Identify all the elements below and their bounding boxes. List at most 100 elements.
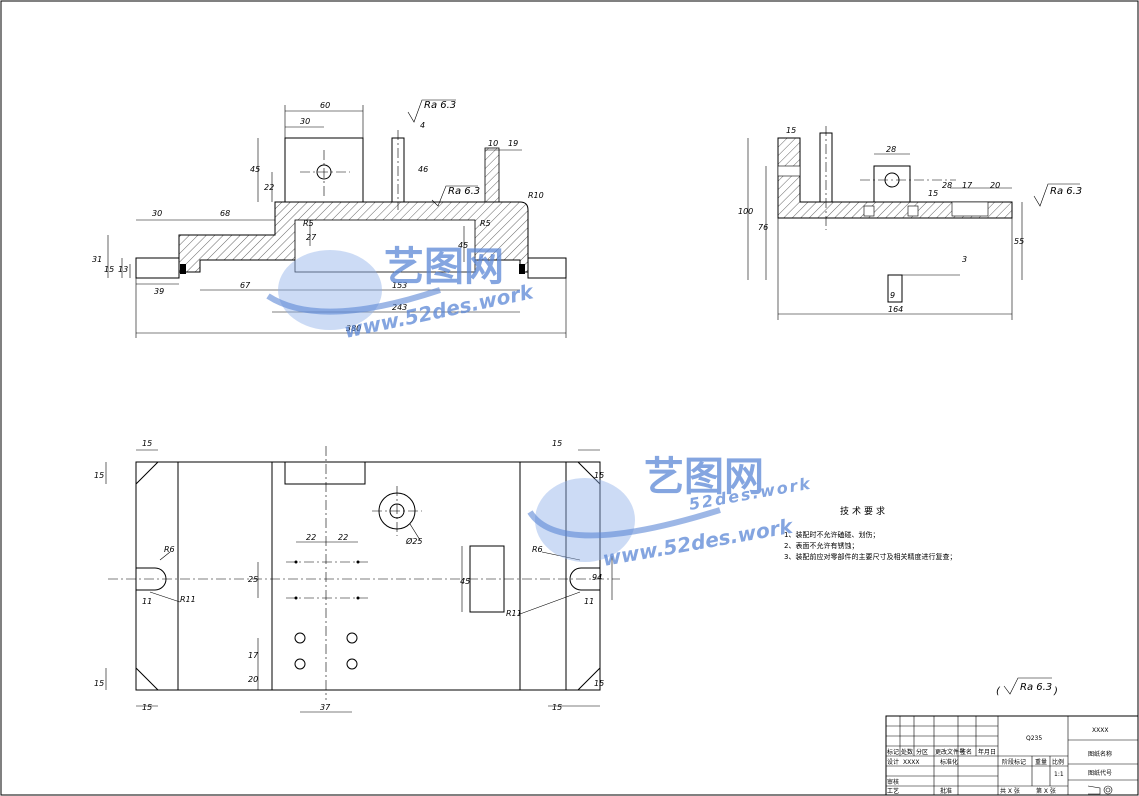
dim-leader — [159, 551, 171, 561]
dim-text: 76 — [758, 223, 768, 232]
dim-text: 13 — [118, 265, 128, 274]
dim-text: 15 — [594, 471, 604, 480]
side-upright-gap — [777, 165, 801, 177]
dim-text: 15 — [142, 439, 152, 448]
side-slot-right — [951, 201, 989, 217]
front-seal-right — [519, 264, 525, 274]
tb-label: 工艺 — [887, 787, 899, 795]
dim-text: 17 — [248, 651, 259, 660]
watermark-2: 艺图网 52des.work www.52des.work — [527, 454, 813, 571]
dim-text: 25 — [248, 575, 258, 584]
front-seal-left — [180, 264, 186, 274]
tb-label: 分区 — [916, 748, 928, 756]
tech-requirements-title: 技术要求 — [840, 505, 888, 517]
dim-text: 380 — [346, 324, 361, 333]
dim-text: 15 — [552, 703, 562, 712]
dim-leader — [519, 591, 581, 615]
dim-text: R5 — [303, 219, 314, 228]
tb-label: 重量 — [1035, 758, 1047, 766]
plan-hole — [294, 632, 306, 644]
dim-text: 20 — [248, 675, 258, 684]
dim-text: 15 — [552, 439, 562, 448]
watermark-brand: 艺图网 — [384, 244, 504, 290]
dim-text: 19 — [508, 139, 518, 148]
watermark-swoosh-icon — [266, 287, 441, 315]
dim-text: 30 — [152, 209, 162, 218]
side-section-view: Ra 6.3 15 28 15 28 17 20 100 76 55 3 9 1… — [738, 126, 1082, 320]
tb-scale: 1:1 — [1054, 771, 1064, 778]
front-right-foot — [527, 257, 567, 279]
roughness-label: Ra 6.3 — [448, 186, 480, 197]
plan-lug — [284, 461, 366, 485]
dim-text: 11 — [142, 597, 152, 606]
plan-hole — [346, 658, 358, 670]
front-lug — [284, 137, 364, 203]
dim-text: 45 — [458, 241, 468, 250]
tb-label: 审核 — [887, 778, 899, 786]
dim-text: 4 — [420, 121, 425, 130]
dim-text: 45 — [460, 577, 470, 586]
dim-text: 15 — [94, 471, 104, 480]
dim-text: 15 — [142, 703, 152, 712]
paren-close: ) — [1053, 686, 1058, 697]
tech-requirement-item: 1、装配时不允许磕碰、划伤； — [784, 530, 879, 539]
tb-label: 设计 — [887, 758, 899, 766]
plan-chamfer — [577, 461, 601, 486]
tb-label: 更改文件号 — [935, 748, 965, 756]
roughness-symbol — [1003, 677, 1052, 695]
dim-text: 15 — [594, 679, 604, 688]
dim-text: 55 — [1014, 237, 1024, 246]
dim-text: 3 — [962, 255, 967, 264]
general-roughness: ( Ra 6.3 ) — [996, 677, 1058, 697]
tb-drawing-name: 图纸名称 — [1088, 750, 1112, 758]
tech-requirement-item: 2、表面不允许有锈蚀； — [784, 541, 858, 550]
side-lug — [873, 165, 911, 203]
tb-label: 阶段标记 — [1002, 758, 1026, 766]
front-left-foot — [135, 257, 180, 279]
dim-text: 46 — [418, 165, 428, 174]
dim-leader — [541, 551, 581, 561]
watermark-logo-icon — [535, 478, 635, 562]
roughness-symbol — [1033, 183, 1080, 207]
dim-text: 10 — [488, 139, 498, 148]
tb-label: 共 X 张 — [1000, 787, 1020, 795]
dim-text: 22 — [338, 533, 348, 542]
dim-text: 22 — [306, 533, 316, 542]
side-slot-mid — [907, 205, 919, 217]
tb-label: 标记 — [887, 748, 899, 756]
dim-text: R5 — [480, 219, 491, 228]
tb-company: XXXX — [1092, 727, 1108, 734]
tech-requirement-item: 3、装配前应对零部件的主要尺寸及相关精度进行复查； — [784, 552, 956, 561]
dim-text: 100 — [738, 207, 753, 216]
dim-text: 17 — [962, 181, 973, 190]
dim-text: 243 — [392, 303, 407, 312]
dim-text: 11 — [584, 597, 594, 606]
dim-text: R11 — [180, 595, 196, 604]
plan-view: 15 15 15 15 R6 R6 11 11 R11 R11 22 22 25… — [94, 439, 620, 713]
dim-text: 15 — [786, 126, 796, 135]
title-block: Q235 XXXX 图纸名称 图纸代号 标记 处数 分区 更改文件号 签名 年月… — [885, 715, 1139, 796]
side-foot — [887, 274, 903, 303]
roughness-label: Ra 6.3 — [1020, 682, 1052, 693]
dim-text: 20 — [990, 181, 1000, 190]
plan-slot-right — [569, 567, 600, 591]
dim-text: 45 — [250, 165, 260, 174]
side-slot-left — [863, 205, 875, 217]
tb-label: XXXX — [903, 759, 919, 766]
roughness-label: Ra 6.3 — [424, 100, 456, 111]
dim-text: 9 — [890, 291, 895, 300]
tb-label: 签名 — [960, 748, 972, 756]
dim-text: 31 — [92, 255, 102, 264]
front-section-view: Ra 6.3 Ra 6.3 60 30 45 22 4 46 10 19 R10… — [92, 99, 567, 338]
tb-label: 标准化 — [940, 758, 958, 766]
tb-drawing-code: 图纸代号 — [1088, 769, 1112, 777]
dim-text: 153 — [392, 281, 407, 290]
paren-open: ( — [996, 686, 1001, 697]
dim-text: 68 — [220, 209, 230, 218]
projection-symbol-icon — [1087, 785, 1113, 795]
watermark-1: 艺图网 www.52des.work — [266, 244, 537, 343]
roughness-label: Ra 6.3 — [1050, 186, 1082, 197]
tb-label: 批准 — [940, 787, 952, 795]
